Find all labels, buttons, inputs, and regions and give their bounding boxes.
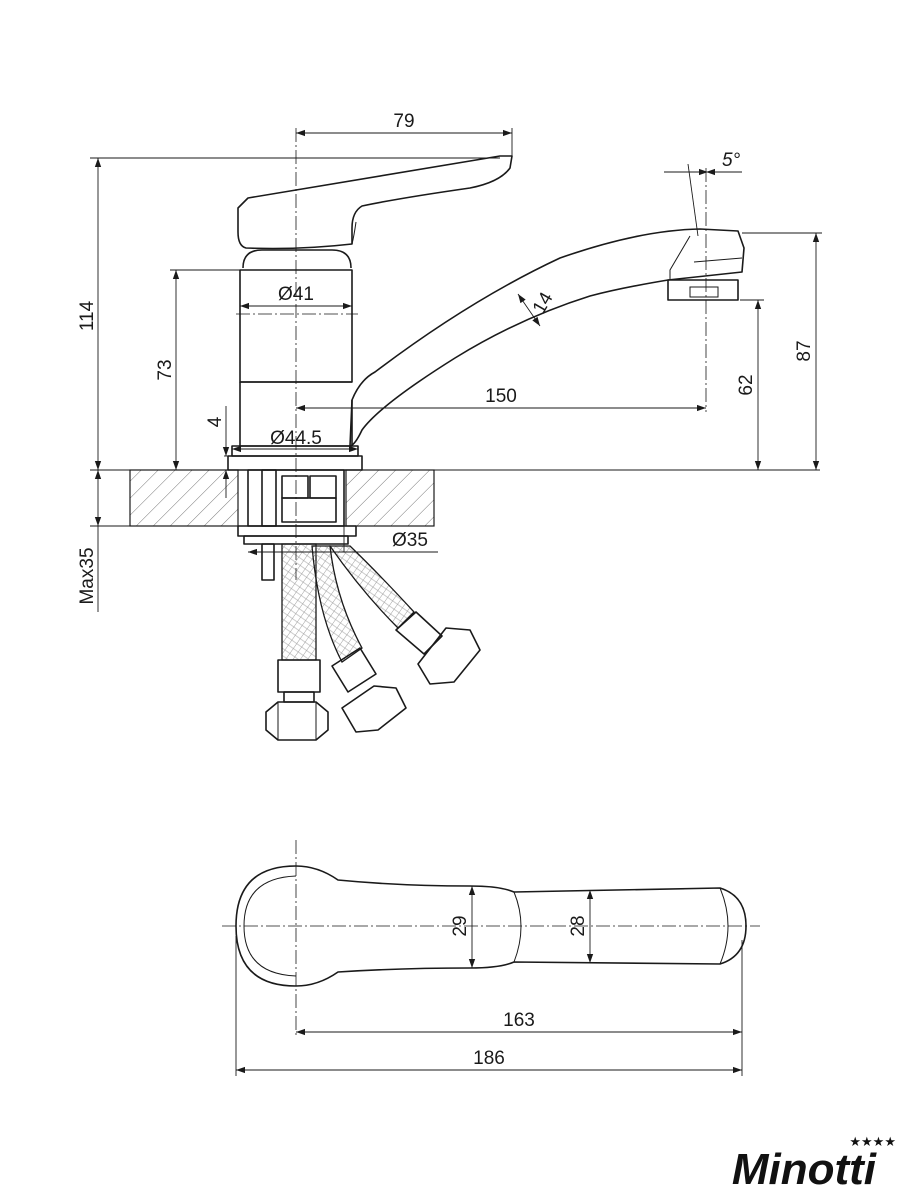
- brand-logo: Minotti ★★★★: [732, 1135, 896, 1194]
- lever-handle: [237, 155, 513, 250]
- dim-label: 163: [503, 1010, 535, 1031]
- dim-handle-reach: 79: [296, 111, 513, 156]
- dim-spout-angle: 5°: [664, 150, 742, 237]
- dim-handle-width: 29: [450, 886, 476, 968]
- brand-stars: ★★★★: [849, 1135, 896, 1150]
- dim-base-diameter: Ø44.5: [232, 428, 358, 453]
- dim-label: Max35: [77, 547, 98, 604]
- dim-label: 73: [155, 359, 176, 380]
- dim-label: 14: [529, 288, 558, 317]
- dim-total-height: 114: [77, 157, 500, 470]
- brand-name: Minotti: [732, 1145, 877, 1194]
- dim-label: 186: [473, 1048, 505, 1069]
- dim-label: 5°: [722, 150, 741, 171]
- dim-label: Ø44.5: [270, 428, 322, 449]
- top-view-outline: [235, 865, 747, 987]
- dim-aerator-height: 62: [736, 299, 764, 470]
- dim-spout-reach: 150: [296, 386, 706, 412]
- dim-max-counter-thickness: Max35: [77, 470, 102, 612]
- dim-spout-top-height: 87: [742, 232, 822, 470]
- dim-spout-thickness: 14: [517, 288, 558, 327]
- dim-base-ring-height: 4: [205, 406, 232, 498]
- dim-body-diameter: Ø41: [240, 284, 352, 310]
- dim-label: 62: [736, 374, 757, 395]
- dim-shank-diameter: Ø35: [248, 526, 438, 556]
- dim-body-height: 73: [155, 269, 240, 470]
- dim-spout-width: 28: [568, 890, 594, 963]
- dim-overall-length: 186: [235, 936, 742, 1076]
- supply-hoses: [265, 543, 481, 741]
- dim-label: Ø41: [278, 284, 314, 305]
- dim-spout-length: 163: [296, 940, 743, 1076]
- spout: [349, 228, 745, 447]
- dim-label: Ø35: [392, 530, 428, 551]
- countertop-section: [90, 469, 820, 527]
- dim-label: 29: [450, 915, 471, 936]
- dim-label: 28: [568, 915, 589, 936]
- top-view: 29 28 163 186: [222, 840, 760, 1076]
- dim-label: 87: [794, 340, 815, 361]
- dim-label: 79: [393, 111, 414, 132]
- dim-label: 150: [485, 386, 517, 407]
- dim-label: 4: [205, 416, 226, 427]
- side-view: 79 5° 114 73 Ø41 14: [77, 111, 822, 741]
- dim-label: 114: [77, 300, 98, 331]
